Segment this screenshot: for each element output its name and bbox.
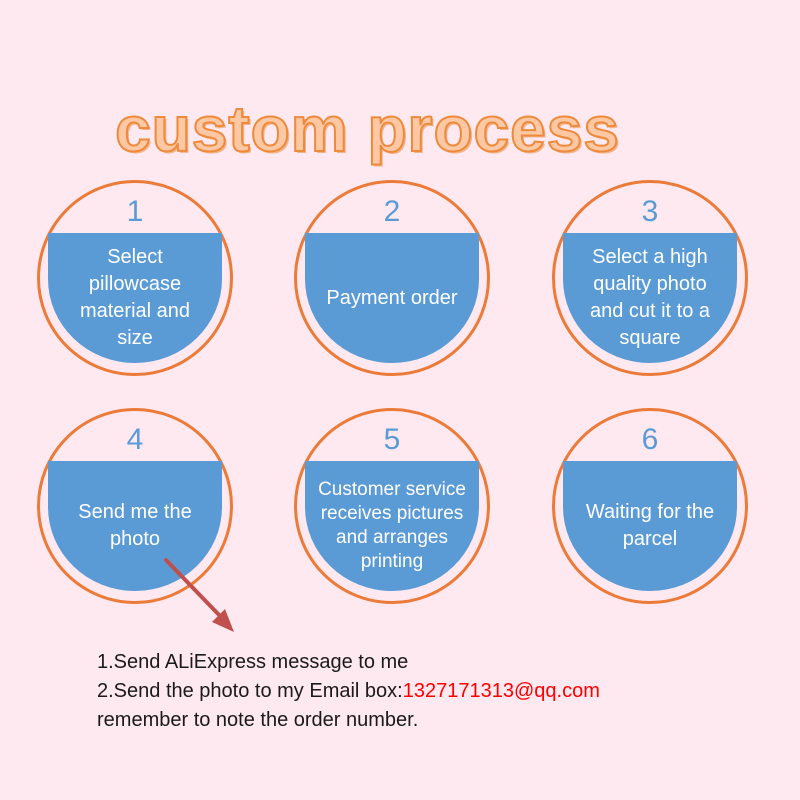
step-number: 4 <box>126 423 144 456</box>
step-text: Waiting for the parcel <box>585 501 715 550</box>
step-caption-panel: Waiting for the parcel <box>563 461 737 591</box>
step-text: Select a high quality photo and cut it t… <box>589 246 711 349</box>
instruction-line-2: 2.Send the photo to my Email box:1327171… <box>97 677 600 706</box>
step-2-circle: 2 Payment order <box>294 180 490 376</box>
step-caption-panel: Payment order <box>305 233 479 363</box>
instruction-line-3: remember to note the order number. <box>97 709 419 731</box>
step-caption-panel: Customer service receives pictures and a… <box>305 461 479 591</box>
step-number: 2 <box>383 195 401 228</box>
step-number: 3 <box>641 195 659 228</box>
step-caption-panel: Select pillowcase material and size <box>48 233 222 363</box>
step-6-circle: 6 Waiting for the parcel <box>552 408 748 604</box>
step-number: 1 <box>126 195 144 228</box>
step-text: Select pillowcase material and size <box>79 246 191 349</box>
step-number: 6 <box>641 423 659 456</box>
step-text: Payment order <box>326 286 458 309</box>
page-title: custom process <box>114 92 620 166</box>
step-5-circle: 5 Customer service receives pictures and… <box>294 408 490 604</box>
instruction-line-1: 1.Send ALiExpress message to me <box>97 651 409 673</box>
step-text: Customer service receives pictures and a… <box>318 479 466 572</box>
step-caption-panel: Send me the photo <box>48 461 222 591</box>
instruction-line-2-text: 2.Send the photo to my Email box: <box>97 680 403 702</box>
step-3-circle: 3 Select a high quality photo and cut it… <box>552 180 748 376</box>
step-4-circle: 4 Send me the photo <box>37 408 233 604</box>
step-1-circle: 1 Select pillowcase material and size <box>37 180 233 376</box>
step-text: Send me the photo <box>78 501 192 550</box>
instructions-block: 1.Send ALiExpress message to me 2.Send t… <box>97 648 600 735</box>
step-caption-panel: Select a high quality photo and cut it t… <box>563 233 737 363</box>
step-number: 5 <box>383 423 401 456</box>
email-address: 1327171313@qq.com <box>402 680 600 702</box>
